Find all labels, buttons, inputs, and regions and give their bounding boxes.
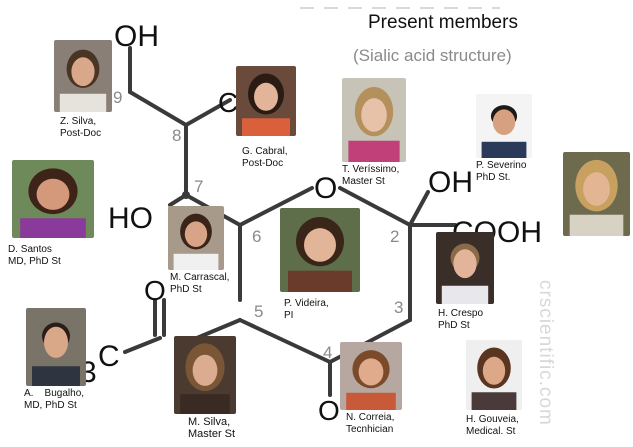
member-photo-p-videira [280,208,360,292]
member-photo-h-gouveia [466,340,522,410]
structure-dots [182,191,190,199]
member-role: MD, PhD St [24,400,77,411]
member-name: P. Severino [476,160,527,171]
member-role: Post-Doc [242,158,284,169]
faint-top-marks [300,7,500,9]
member-caption-z-silva: Z. Silva,Post-Doc [60,116,101,140]
carbon-number-7: 7 [194,177,203,196]
member-caption-h-gouveia: H. Gouveia,Medical. St [466,414,519,438]
carbon-number-5: 5 [254,302,263,321]
structure-atom-labels: OH C HO O OH COOH O C 3 O [80,20,542,426]
carbon-number-4: 4 [323,343,332,362]
carbon-number-8: 8 [172,126,181,145]
member-name: T. Veríssimo, [342,164,400,175]
atom-label-oh-right: OH [428,166,473,199]
member-role: Master St [342,176,385,187]
atom-label-methyl-c: C [98,340,120,373]
member-name: H. Crespo [438,308,484,319]
atom-label-c-fragment: C [218,87,238,118]
member-name: H. Gouveia, [466,414,519,425]
member-name: A. Bugalho, [24,388,85,399]
member-role: Tecnhician [346,424,394,435]
atom-label-amide-o: O [144,275,166,306]
carbon-number-3: 3 [394,298,403,317]
member-caption-m-silva: M. Silva,Master St [188,416,235,440]
member-caption-p-videira: P. Videira,PI [284,298,329,322]
carbon-number-2: 2 [390,227,399,246]
member-caption-t-verissimo: T. Veríssimo,Master St [342,164,399,188]
member-photo-m-silva [174,336,236,414]
atom-label-oh-top: OH [114,20,159,53]
member-name: P. Videira, [284,298,329,309]
member-caption-m-carrascal: M. Carrascal,PhD St [170,272,229,296]
member-photo-g-cabral [236,66,296,136]
member-photo-t-verissimo [342,78,406,162]
carbon-numbers: 9 8 7 6 5 4 3 2 [113,88,403,362]
carbon-number-9: 9 [113,88,122,107]
watermark-text: crscientific.com [535,280,556,426]
member-photo-a-bugalho [26,308,86,386]
member-role: PI [284,310,294,321]
member-caption-n-correia: N. Correia,Tecnhician [346,412,394,436]
member-caption-a-bugalho: A. Bugalho,MD, PhD St [24,388,84,412]
page-title: Present members [368,12,518,33]
carbon-number-6: 6 [252,227,261,246]
member-name: M. Silva, [188,416,231,428]
member-photo-n-correia [340,342,402,410]
member-photo-z-silva [54,40,112,112]
member-photo-h-crespo [436,232,494,304]
member-photo-p-severino [476,94,532,158]
member-role: PhD St [170,284,202,295]
member-name: G. Cabral, [242,146,288,157]
atom-label-ring-o: O [314,172,337,205]
member-role: Medical. St [466,426,516,437]
member-name: Z. Silva, [60,116,97,127]
member-name: N. Correia, [346,412,395,423]
member-role: PhD St [438,320,470,331]
member-role: PhD St. [476,172,511,183]
member-role: Post-Doc [60,128,102,139]
page-subtitle: (Sialic acid structure) [353,46,512,65]
member-caption-g-cabral: G. Cabral,Post-Doc [242,146,288,170]
member-photo-d-santos [12,160,94,238]
member-role: Master St [188,428,236,440]
member-photo-m-carrascal [168,206,224,270]
member-photo-unnamed [563,152,630,236]
member-name: D. Santos [8,244,52,255]
member-role: MD, PhD St [8,256,61,267]
atom-label-ho-left: HO [108,202,153,235]
member-name: M. Carrascal, [170,272,230,283]
atom-label-bottom-o: O [318,395,340,426]
